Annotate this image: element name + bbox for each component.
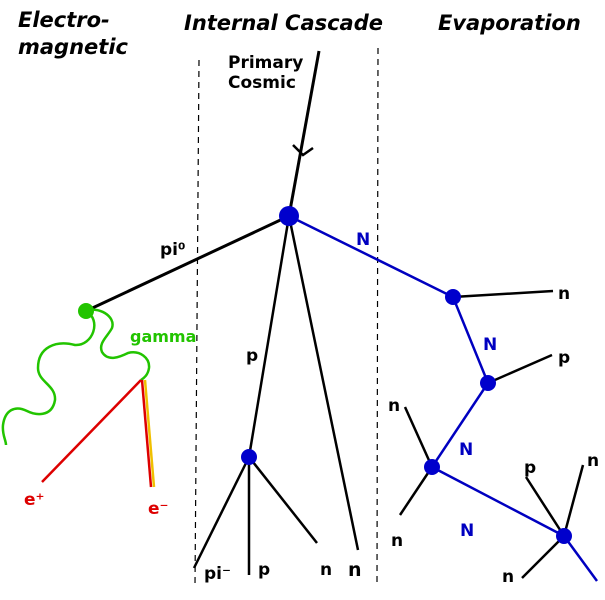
evap-n-track-3 — [398, 466, 434, 516]
evap-n-track-5 — [521, 535, 565, 579]
evap-p-track-2 — [524, 476, 566, 537]
proton-track — [247, 215, 291, 458]
electron-label: e⁻ — [148, 499, 169, 519]
n-bottom-label-1: n — [320, 560, 332, 580]
evap-n-label-2: n — [388, 396, 400, 416]
gamma-ray-left — [1, 309, 96, 446]
nucleon-label-1: N — [356, 230, 370, 250]
evap-n-label-4: n — [587, 451, 599, 471]
evap-node-3 — [424, 459, 440, 475]
neutron-long-track — [287, 215, 360, 551]
electron-track-yellow — [143, 379, 156, 488]
evap-n-label-5: n — [502, 567, 514, 587]
electron-track — [140, 379, 153, 488]
evap-p-track-1 — [487, 353, 553, 385]
primary-cosmic-track — [287, 50, 321, 217]
p-bottom-label: p — [258, 560, 270, 580]
n-bottom-track — [248, 456, 318, 544]
evap-node-4 — [556, 528, 572, 544]
evap-node-2 — [480, 375, 496, 391]
nucleon-label-4: N — [460, 521, 474, 541]
n-bottom-label-2: n — [348, 559, 362, 581]
positron-track — [41, 379, 142, 483]
evap-n-label-3: n — [391, 531, 403, 551]
pi0-label: pi⁰ — [160, 240, 185, 260]
gamma-ray-right — [85, 308, 151, 382]
primary-interaction-node — [279, 206, 299, 226]
cascade-node — [241, 449, 257, 465]
pi-minus-label: pi⁻ — [204, 564, 231, 584]
evap-p-label-1: p — [558, 348, 570, 368]
divider-left — [194, 59, 200, 586]
gamma-label: gamma — [130, 327, 196, 346]
primary-cosmic-label: Primary Cosmic — [228, 53, 309, 93]
positron-label: e⁺ — [24, 490, 45, 510]
pi-minus-track — [192, 456, 251, 569]
evap-n-track-1 — [452, 289, 554, 299]
nucleon-chain — [288, 214, 599, 582]
pi0-decay-node — [78, 303, 94, 319]
evap-n-track-2 — [403, 406, 434, 468]
evap-p-label-2: p — [524, 458, 536, 478]
section-title-electromagnetic: Electro- magnetic — [18, 8, 129, 59]
primary-arrowhead — [292, 144, 314, 157]
proton-label: p — [246, 346, 258, 366]
pi0-track — [85, 214, 290, 313]
nucleon-label-2: N — [483, 335, 497, 355]
section-title-internal-cascade: Internal Cascade — [184, 11, 383, 35]
section-title-evaporation: Evaporation — [438, 11, 581, 35]
divider-right — [376, 47, 379, 586]
evap-n-label-1: n — [558, 284, 570, 304]
evap-n-track-4 — [562, 464, 585, 537]
nucleon-label-3: N — [459, 440, 473, 460]
evap-node-1 — [445, 289, 461, 305]
